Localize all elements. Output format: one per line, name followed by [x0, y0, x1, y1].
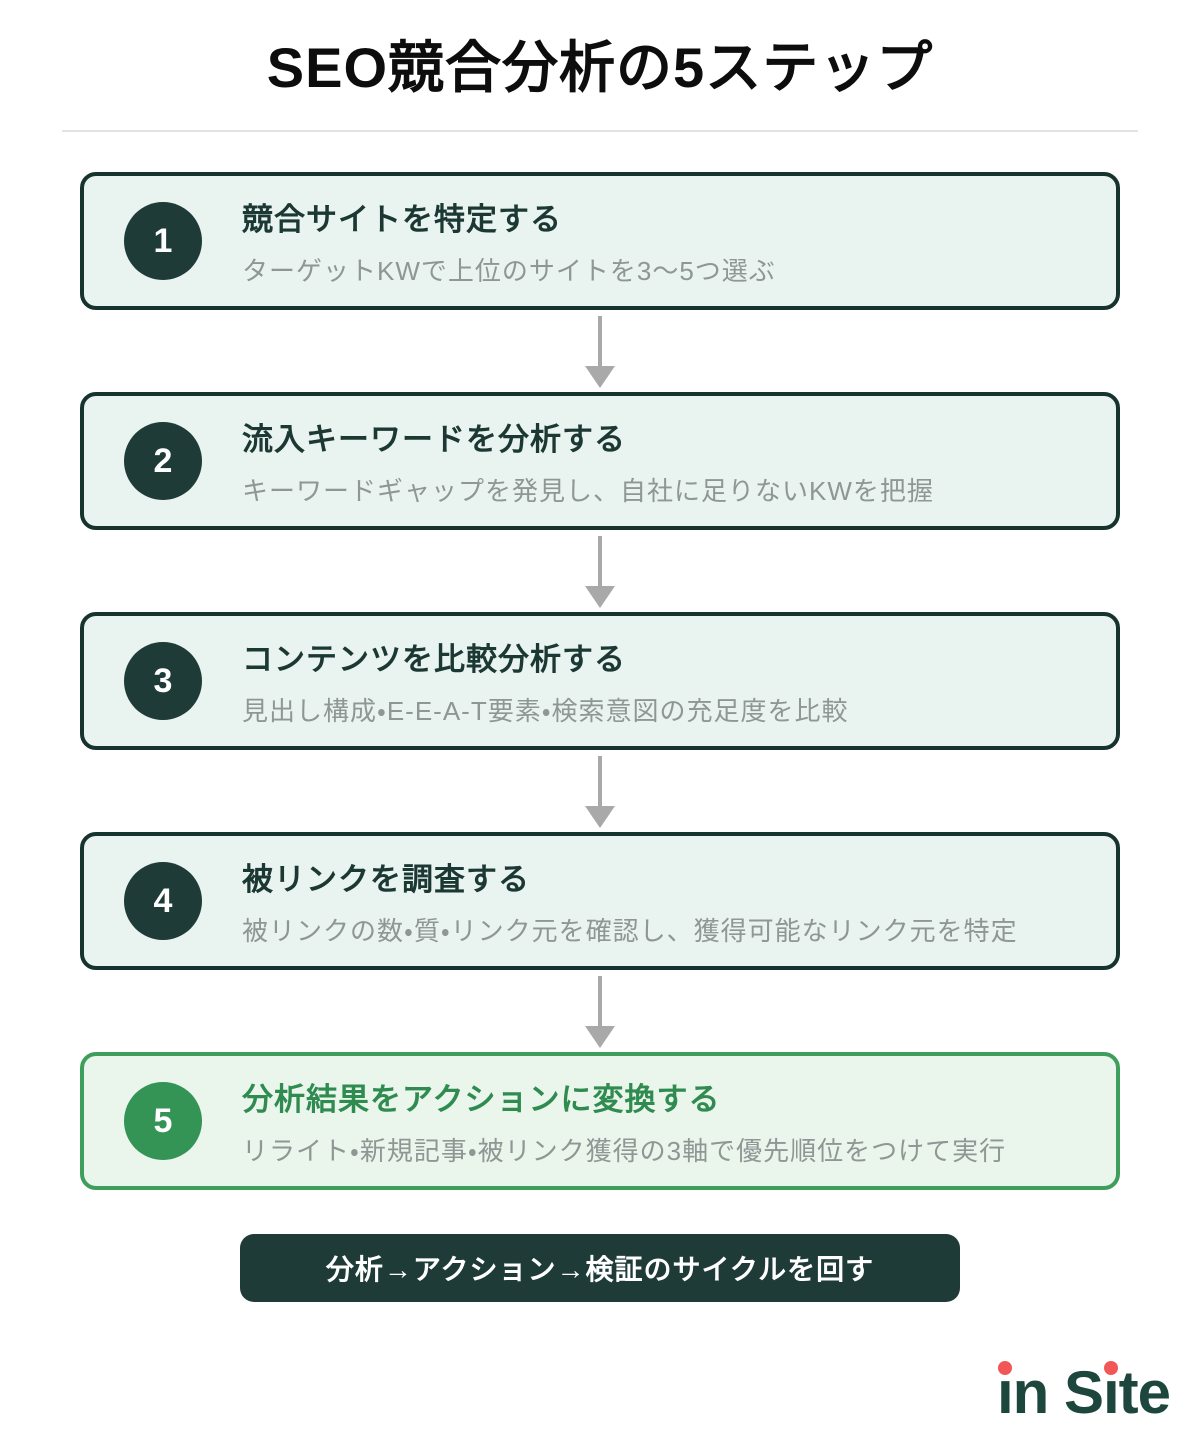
arrow-down-icon	[80, 970, 1120, 1052]
step-card-2: 2 流入キーワードを分析する キーワードギャップを発見し、自社に足りないKWを把…	[80, 392, 1120, 530]
step-number-badge: 2	[124, 422, 202, 500]
step-description: 見出し構成・E-E-A-T要素・検索意図の充足度を比較	[242, 696, 849, 726]
logo-letter-i: ı	[1102, 1359, 1120, 1426]
step-number-badge: 4	[124, 862, 202, 940]
step-card-4: 4 被リンクを調査する 被リンクの数・質・リンク元を確認し、獲得可能なリンク元を…	[80, 832, 1120, 970]
step-description: キーワードギャップを発見し、自社に足りないKWを把握	[242, 476, 934, 506]
steps-flow: 1 競合サイトを特定する ターゲットKWで上位のサイトを3〜5つ選ぶ 2 流入キ…	[80, 172, 1120, 1190]
logo-letter-i: ı	[996, 1359, 1014, 1426]
page-title: SEO競合分析の5ステップ	[266, 36, 934, 99]
arrow-down-icon	[80, 310, 1120, 392]
step-description: 被リンクの数・質・リンク元を確認し、獲得可能なリンク元を特定	[242, 916, 1018, 946]
step-number-badge: 5	[124, 1082, 202, 1160]
step-card-5: 5 分析結果をアクションに変換する リライト・新規記事・被リンク獲得の3軸で優先…	[80, 1052, 1120, 1190]
step-number-badge: 1	[124, 202, 202, 280]
cycle-pill: 分析→アクション→検証のサイクルを回す	[240, 1234, 960, 1302]
logo-dot-icon	[1103, 1361, 1118, 1375]
step-card-3: 3 コンテンツを比較分析する 見出し構成・E-E-A-T要素・検索意図の充足度を…	[80, 612, 1120, 750]
arrow-down-icon	[80, 750, 1120, 832]
step-number-badge: 3	[124, 642, 202, 720]
step-description: ターゲットKWで上位のサイトを3〜5つ選ぶ	[242, 256, 776, 286]
step-title: 分析結果をアクションに変換する	[242, 1082, 721, 1117]
step-card-1: 1 競合サイトを特定する ターゲットKWで上位のサイトを3〜5つ選ぶ	[80, 172, 1120, 310]
step-title: 流入キーワードを分析する	[242, 422, 626, 457]
step-title: コンテンツを比較分析する	[242, 642, 626, 677]
step-title: 被リンクを調査する	[242, 862, 530, 897]
step-title: 競合サイトを特定する	[242, 202, 562, 237]
logo-dot-icon	[997, 1361, 1012, 1375]
title-divider	[62, 130, 1138, 132]
step-description: リライト・新規記事・被リンク獲得の3軸で優先順位をつけて実行	[242, 1136, 1007, 1166]
arrow-down-icon	[80, 530, 1120, 612]
